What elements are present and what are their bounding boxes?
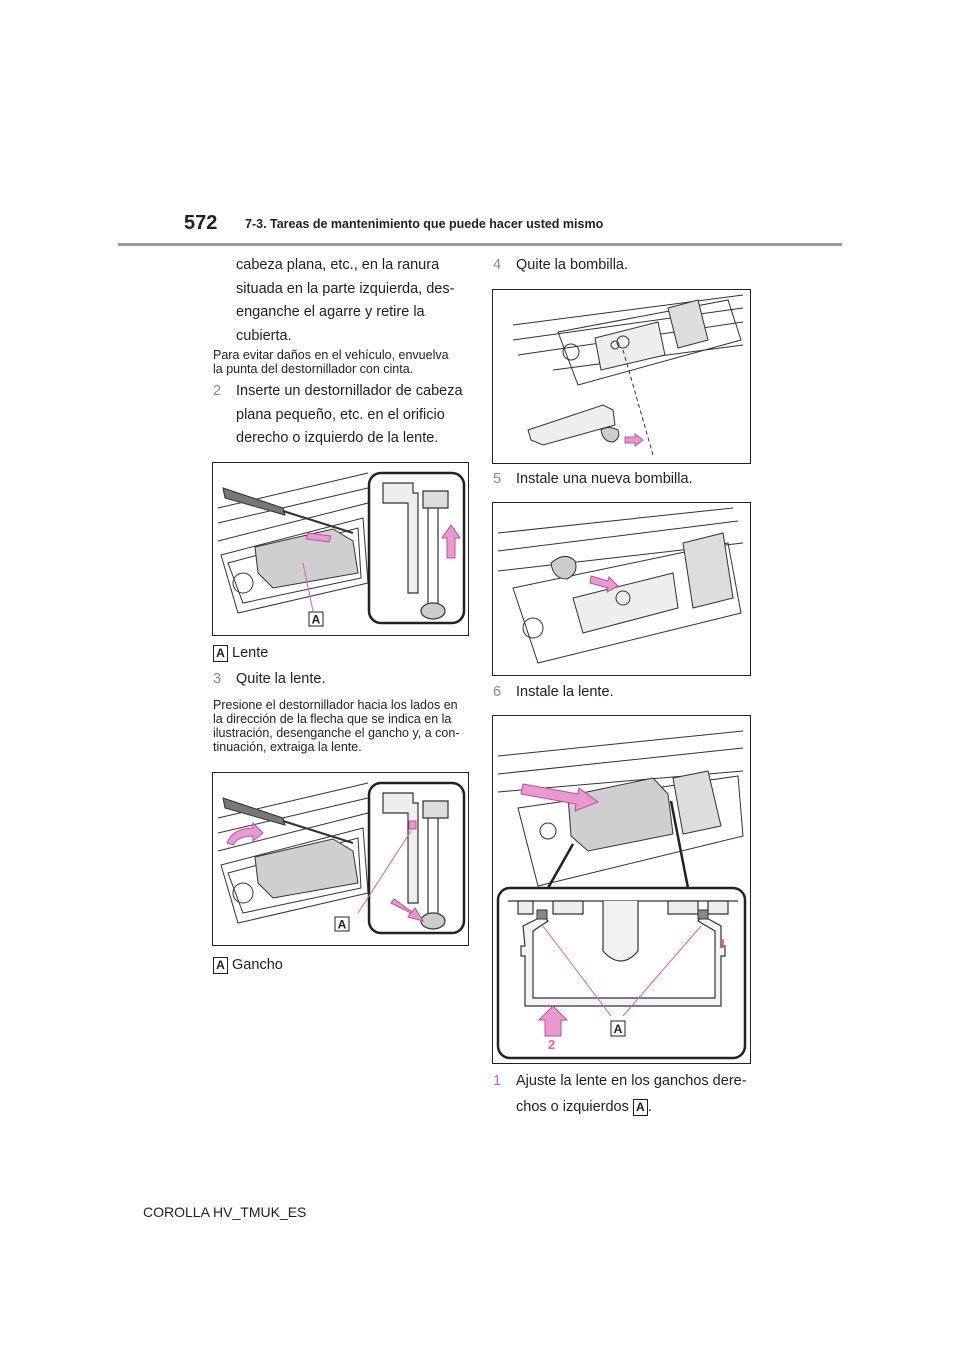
note-line: tinuación, extraiga la lente. [213,740,362,754]
figure-1-label-a: A [312,613,321,627]
step-2-line: Inserte un destornillador de cabeza [236,383,463,399]
substep-1-number: 1 [493,1073,502,1089]
legend-hook: A Gancho [213,954,283,976]
substep-1-line: chos o izquierdos [516,1099,629,1115]
header-rule [118,243,842,246]
figure-5-label-2: 2 [548,1037,555,1052]
figure-install-bulb [492,502,751,676]
step-5: 5 Instale una nueva bombilla. [493,468,693,490]
note-tape: Para evitar daños en el vehículo, envuel… [213,348,483,376]
step-2-number: 2 [213,383,222,399]
figure-remove-bulb [492,289,751,464]
step-4-number: 4 [493,257,502,273]
figure-5-label-a: A [614,1022,623,1036]
step-5-text: Instale una nueva bombilla. [516,471,693,487]
step-3-text: Quite la lente. [236,671,326,687]
figure-5-label-1: 1 [719,936,726,951]
legend-text: Lente [232,645,269,661]
legend-lens: A Lente [213,642,268,664]
page-number: 572 [184,212,218,234]
step-5-number: 5 [493,471,502,487]
step-2-line: plana pequeño, etc. en el orificio [236,406,445,423]
note-line: la punta del destornillador con cinta. [213,362,414,376]
intro-line: cabeza plana, etc., en la ranura [236,257,440,273]
legend-tag: A [213,956,228,974]
footer-model-code: COROLLA HV_TMUK_ES [143,1204,307,1220]
figure-remove-lens: A [212,772,469,946]
substep-1-tag: A [632,1098,648,1116]
note-line: ilustración, desenganche el gancho y, a … [213,726,460,740]
step-4-text: Quite la bombilla. [516,257,629,273]
intro-paragraph: cabeza plana, etc., en la ranura situada… [236,254,476,348]
section-title: 7-3. Tareas de mantenimiento que puede h… [245,217,604,231]
substep-1-end: . [647,1099,652,1115]
step-6-text: Instale la lente. [516,684,614,700]
intro-line: cubierta. [236,327,292,344]
step-3-number: 3 [213,671,222,687]
figure-insert-screwdriver: A [212,462,469,636]
note-line: Para evitar daños en el vehículo, envuel… [213,348,449,362]
step-4: 4 Quite la bombilla. [493,254,628,276]
step-3: 3 Quite la lente. [213,668,325,690]
figure-2-label-a: A [338,918,347,932]
step-6: 6 Instale la lente. [493,681,614,703]
step-6-number: 6 [493,684,502,700]
intro-line: situada en la parte izquierda, des- [236,280,455,297]
note-press: Presione el destornillador hacia los lad… [213,698,483,754]
legend-text: Gancho [232,957,283,973]
substep-1: 1 Ajuste la lente en los ganchos dere- ch… [493,1068,763,1120]
intro-line: enganche el agarre y retire la [236,304,425,320]
note-line: la dirección de la flecha que se indica … [213,712,452,726]
legend-tag: A [213,644,228,662]
substep-1-line: Ajuste la lente en los ganchos dere- [516,1073,747,1089]
figure-install-lens: A 1 2 [492,715,751,1064]
step-2-line: derecho o izquierdo de la lente. [236,430,439,446]
step-2: 2 Inserte un destornillador de cabeza pla… [213,380,483,451]
note-line: Presione el destornillador hacia los lad… [213,698,458,712]
